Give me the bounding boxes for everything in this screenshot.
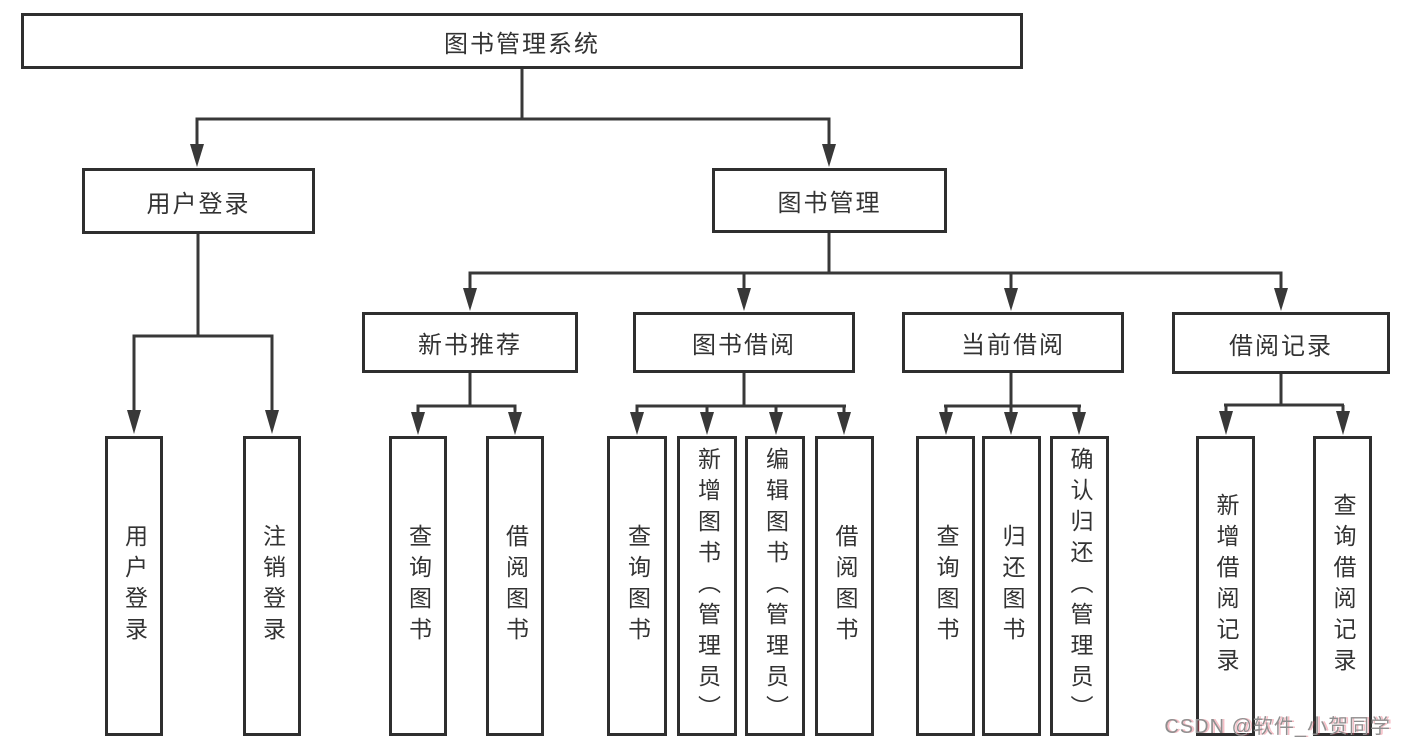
leaf-user-login: 用户登录 — [105, 436, 163, 736]
node-user-login: 用户登录 — [82, 168, 315, 234]
leaf-confirm-return-admin-label: 确认归还（管理员） — [1067, 446, 1093, 726]
node-library-system-label: 图书管理系统 — [444, 30, 600, 58]
node-new-book-recommend-label: 新书推荐 — [418, 332, 522, 359]
connector-recommend — [411, 373, 522, 435]
leaf-borrow-books-recommend-label: 借阅图书 — [502, 524, 529, 648]
leaf-add-borrow-record-label: 新增借阅记录 — [1213, 493, 1239, 679]
leaf-borrow-books-label: 借阅图书 — [832, 524, 858, 648]
leaf-return-books-label: 归还图书 — [999, 524, 1025, 648]
leaf-query-books-recommend-label: 查询图书 — [405, 524, 432, 648]
leaf-borrow-books: 借阅图书 — [815, 436, 874, 736]
node-book-management: 图书管理 — [712, 168, 947, 233]
leaf-query-books-recommend: 查询图书 — [389, 436, 447, 736]
leaf-edit-book-admin: 编辑图书（管理员） — [745, 436, 805, 736]
leaf-add-book-admin: 新增图书（管理员） — [677, 436, 737, 736]
leaf-add-borrow-record: 新增借阅记录 — [1196, 436, 1255, 736]
leaf-query-books-borrow: 查询图书 — [607, 436, 667, 736]
leaf-query-books-current-label: 查询图书 — [933, 524, 959, 648]
leaf-return-books: 归还图书 — [982, 436, 1041, 736]
leaf-edit-book-admin-label: 编辑图书（管理员） — [762, 446, 789, 726]
node-borrow-records: 借阅记录 — [1172, 312, 1390, 374]
node-library-system: 图书管理系统 — [21, 13, 1023, 69]
leaf-add-book-admin-label: 新增图书（管理员） — [694, 446, 721, 726]
leaf-logout-label: 注销登录 — [259, 524, 286, 648]
node-new-book-recommend: 新书推荐 — [362, 312, 578, 373]
node-current-borrow-label: 当前借阅 — [961, 332, 1065, 359]
node-borrow-records-label: 借阅记录 — [1229, 332, 1333, 360]
leaf-query-borrow-record: 查询借阅记录 — [1313, 436, 1372, 736]
watermark: CSDN @软件_小贺同学 — [1164, 716, 1391, 738]
node-user-login-label: 用户登录 — [146, 190, 251, 218]
connector-root — [190, 68, 836, 167]
node-book-management-label: 图书管理 — [777, 190, 882, 217]
leaf-confirm-return-admin: 确认归还（管理员） — [1050, 436, 1109, 736]
connector-borrow — [630, 373, 851, 435]
connector-book-management — [463, 233, 1288, 311]
node-current-borrow: 当前借阅 — [902, 312, 1124, 373]
leaf-user-login-label: 用户登录 — [121, 524, 148, 648]
connector-current — [939, 373, 1086, 435]
leaf-borrow-books-recommend: 借阅图书 — [486, 436, 544, 736]
leaf-logout: 注销登录 — [243, 436, 301, 736]
leaf-query-books-current: 查询图书 — [916, 436, 975, 736]
node-book-borrow: 图书借阅 — [633, 312, 855, 373]
node-book-borrow-label: 图书借阅 — [692, 332, 796, 359]
connector-user-login — [127, 234, 279, 434]
leaf-query-books-borrow-label: 查询图书 — [624, 524, 651, 648]
connector-records — [1219, 374, 1350, 435]
leaf-query-borrow-record-label: 查询借阅记录 — [1330, 493, 1356, 679]
